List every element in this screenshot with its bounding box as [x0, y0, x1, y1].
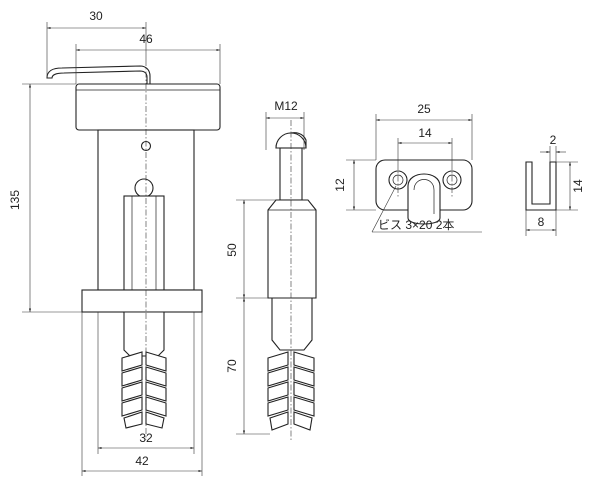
dim-135: 135: [8, 190, 22, 210]
assembled-stopper-view: 30 46 135 32 42: [8, 9, 221, 476]
plate-bracket: [407, 173, 441, 225]
stopper-lever: [46, 65, 151, 85]
dim-2: 2: [550, 133, 557, 147]
dim-14-height: 14: [571, 179, 585, 193]
stopper-head-cap: [75, 83, 221, 131]
inner-rod: [123, 195, 165, 291]
u-channel: [525, 161, 557, 211]
dim-8: 8: [538, 215, 545, 229]
inner-rod-tip: [134, 178, 154, 198]
dim-70: 70: [225, 359, 239, 373]
bolt-lower-body: [271, 297, 313, 351]
dim-m12: M12: [274, 99, 298, 113]
bolt-upper-body: [267, 199, 317, 299]
dim-12: 12: [333, 178, 347, 192]
dim-50: 50: [225, 243, 239, 257]
dim-30: 30: [89, 9, 103, 23]
dim-14-holes: 14: [418, 126, 432, 140]
anchor-body: [123, 311, 165, 357]
dim-42: 42: [135, 454, 149, 468]
mounting-plate-view: 25 14 12 ビス 3×20 2本: [333, 102, 482, 233]
dim-25: 25: [417, 102, 431, 116]
dim-46: 46: [139, 32, 153, 46]
dim-32: 32: [139, 431, 153, 445]
bolt-fins: [267, 351, 315, 431]
screw-note: ビス 3×20 2本: [378, 218, 454, 232]
anchor-bolt-view: M12 50 70: [225, 99, 317, 440]
anchor-fins: [121, 351, 167, 429]
u-channel-view: 2 14 8: [525, 133, 585, 236]
base-flange: [81, 289, 203, 313]
